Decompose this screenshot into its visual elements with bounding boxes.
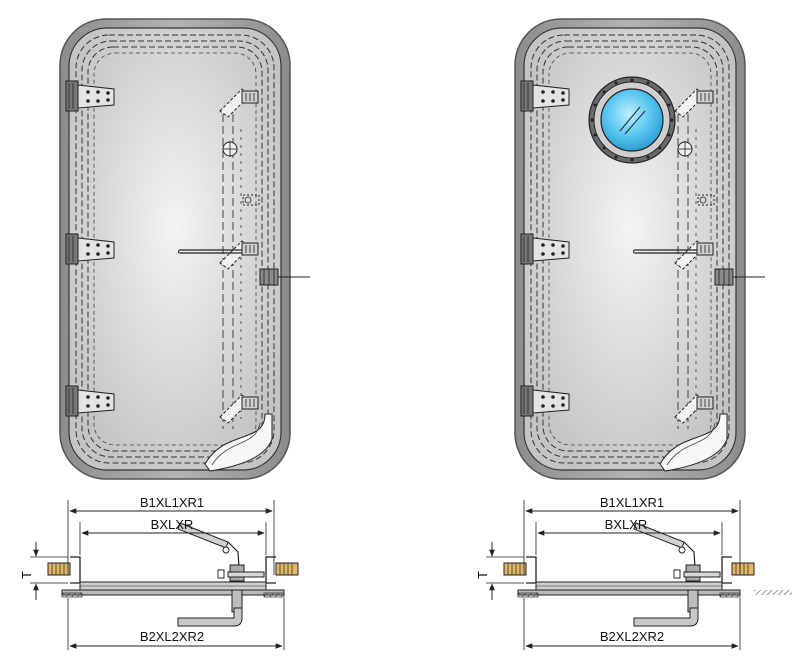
label-inner-right: BXLXR: [605, 517, 648, 532]
label-base-left: B2XL2XR2: [140, 629, 204, 644]
section-view-left: [30, 500, 299, 650]
label-outer-left: B1XL1XR1: [140, 495, 204, 510]
section-view-right: [486, 500, 792, 650]
label-outer-right: B1XL1XR1: [600, 495, 664, 510]
label-base-right: B2XL2XR2: [600, 629, 664, 644]
label-thickness-left: T: [19, 571, 34, 579]
label-thickness-right: T: [475, 571, 490, 579]
door-elevation-solid: [60, 19, 310, 479]
door-elevation-porthole: [515, 19, 765, 479]
porthole-window: [588, 76, 676, 164]
label-inner-left: BXLXR: [151, 517, 194, 532]
